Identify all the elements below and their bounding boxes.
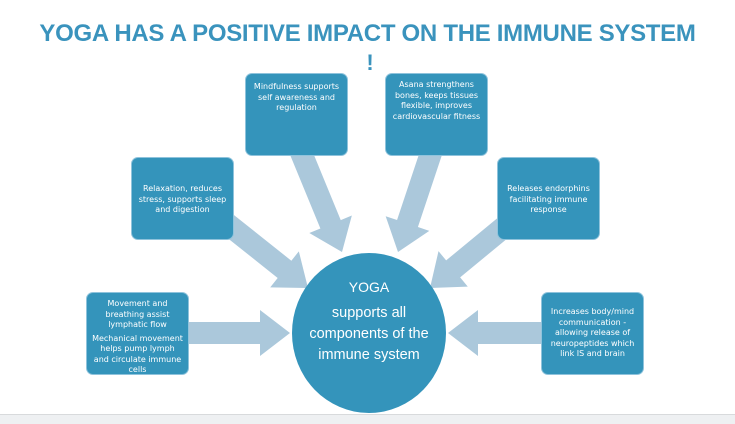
box-text: Mindfulness supports self awareness and … <box>253 82 340 112</box>
arrow-movement <box>185 310 290 356</box>
arrow-endorphins <box>430 213 518 288</box>
box-text: Releases endorphins facilitating immune … <box>507 184 590 214</box>
box-text: Asana strengthens bones, keeps tissues f… <box>392 80 481 121</box>
arrow-relaxation <box>218 213 308 288</box>
box-text: Relaxation, reduces stress, supports sle… <box>138 184 227 214</box>
box-endorphins: Releases endorphins facilitating immune … <box>497 157 600 240</box>
arrow-mindfulness <box>289 145 352 252</box>
box-text: Increases body/mind communication - allo… <box>550 307 635 358</box>
box-movement: Movement and breathing assist lymphatic … <box>86 292 189 375</box>
box-communication: Increases body/mind communication - allo… <box>541 292 644 375</box>
center-text: supports all components of the immune sy… <box>309 305 429 363</box>
box-mindfulness: Mindfulness supports self awareness and … <box>245 73 348 156</box>
title-exclamation: ! <box>366 50 374 75</box>
box-text: Movement and breathing assist lymphatic … <box>105 299 170 329</box>
box-text: Mechanical movement helps pump lymph and… <box>92 333 183 375</box>
center-heading: YOGA <box>348 279 390 295</box>
arrow-asana <box>385 146 443 252</box>
box-asana: Asana strengthens bones, keeps tissues f… <box>385 73 488 156</box>
arrow-communication <box>448 310 545 356</box>
center-circle-yoga: YOGA supports all components of the immu… <box>292 253 446 413</box>
bottom-bar <box>0 414 735 424</box>
box-relaxation: Relaxation, reduces stress, supports sle… <box>131 157 234 240</box>
page-title: YOGA HAS A POSITIVE IMPACT ON THE IMMUNE… <box>39 20 696 47</box>
